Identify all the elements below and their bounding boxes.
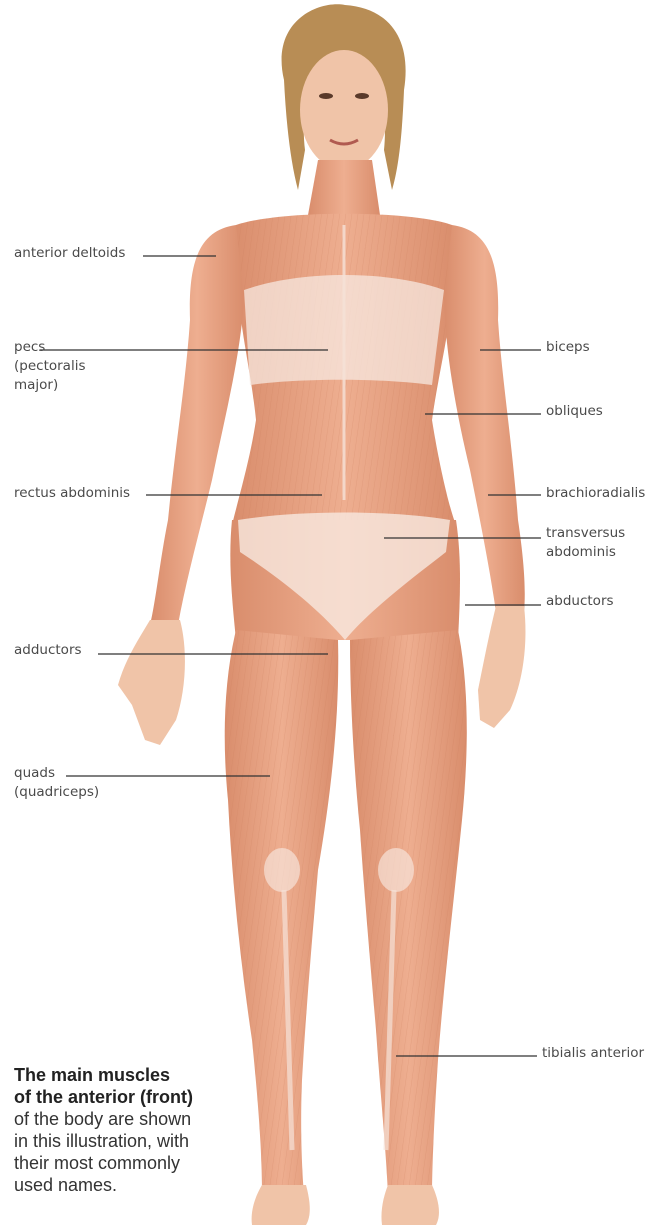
label-transversus-line2: abdominis [546, 543, 616, 562]
label-pecs-line3: major) [14, 376, 58, 395]
label-pecs: pecs [14, 338, 45, 357]
label-transversus: transversus [546, 524, 625, 543]
label-quads: quads [14, 764, 55, 783]
label-biceps: biceps [546, 338, 590, 357]
right-foot [381, 1185, 439, 1225]
face [300, 50, 388, 170]
right-knee [378, 848, 414, 892]
caption-bold-line2: of the anterior (front) [14, 1086, 229, 1108]
caption-line3: of the body are shown [14, 1108, 229, 1130]
label-rectus-abdominis: rectus abdominis [14, 484, 130, 503]
caption-line6: used names. [14, 1174, 229, 1196]
right-hand [478, 606, 525, 728]
label-quads-line2: (quadriceps) [14, 783, 99, 802]
left-eye [319, 93, 333, 99]
label-obliques: obliques [546, 402, 603, 421]
label-anterior-deltoids: anterior deltoids [14, 244, 125, 263]
caption-line5: their most commonly [14, 1152, 229, 1174]
label-adductors: adductors [14, 641, 82, 660]
label-abductors: abductors [546, 592, 614, 611]
caption: The main muscles of the anterior (front)… [14, 1064, 229, 1196]
right-eye [355, 93, 369, 99]
left-hand [118, 620, 185, 745]
left-arm [150, 225, 244, 625]
label-tibialis-anterior: tibialis anterior [542, 1044, 644, 1063]
neck [308, 160, 380, 215]
left-knee [264, 848, 300, 892]
caption-line4: in this illustration, with [14, 1130, 229, 1152]
label-brachioradialis: brachioradialis [546, 484, 645, 503]
label-pecs-line2: (pectoralis [14, 357, 85, 376]
caption-bold-line1: The main muscles [14, 1064, 229, 1086]
left-foot [252, 1185, 310, 1225]
